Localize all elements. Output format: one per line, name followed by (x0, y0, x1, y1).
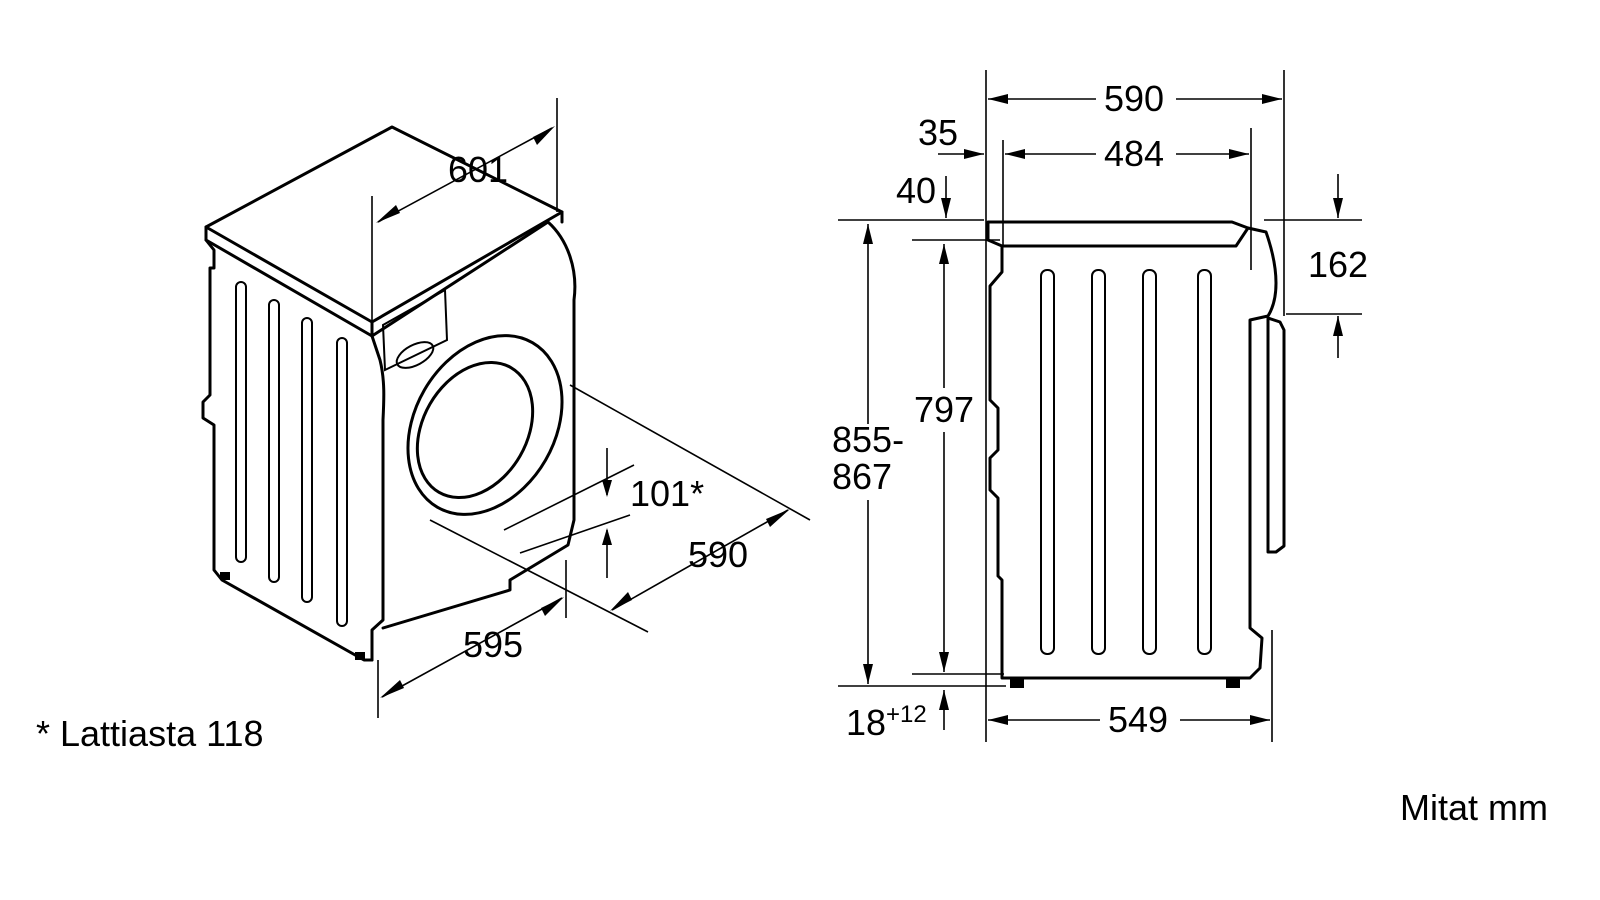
footnote-floor-height: * Lattiasta 118 (36, 713, 264, 754)
dim-label-35: 35 (918, 112, 958, 153)
door-outer (406, 334, 564, 516)
isometric-washer (201, 125, 577, 662)
washer-lid (986, 220, 1250, 248)
dim-label-797: 797 (914, 389, 974, 430)
washer-front-face (370, 220, 577, 662)
dim-label-595: 595 (463, 624, 523, 665)
dim-label-18: 18 (846, 702, 886, 743)
dim-label-101: 101* (630, 473, 704, 514)
dim-label-549: 549 (1108, 699, 1168, 740)
dim-label-590-left: 590 (688, 534, 748, 575)
washer-side-body (988, 226, 1278, 680)
dim-label-40: 40 (896, 170, 936, 211)
dim-label-590-right: 590 (1104, 78, 1164, 119)
washer-side-panel (201, 238, 374, 662)
units-note: Mitat mm (1400, 787, 1548, 828)
detergent-drawer (381, 288, 449, 372)
right-dimension-lines (838, 70, 1362, 742)
left-dimension-lines (371, 98, 811, 718)
dim-label-18-tolerance: +12 (886, 701, 927, 728)
dim-label-484: 484 (1104, 133, 1164, 174)
dim-label-867: 867 (832, 456, 892, 497)
dim-label-601: 601 (448, 149, 508, 190)
side-view-washer (986, 220, 1286, 688)
dim-label-855: 855- (832, 419, 904, 460)
door-glass (415, 360, 535, 500)
dim-label-162: 162 (1308, 244, 1368, 285)
washer-top-panel (204, 125, 564, 324)
washer-door-profile (1266, 316, 1286, 554)
